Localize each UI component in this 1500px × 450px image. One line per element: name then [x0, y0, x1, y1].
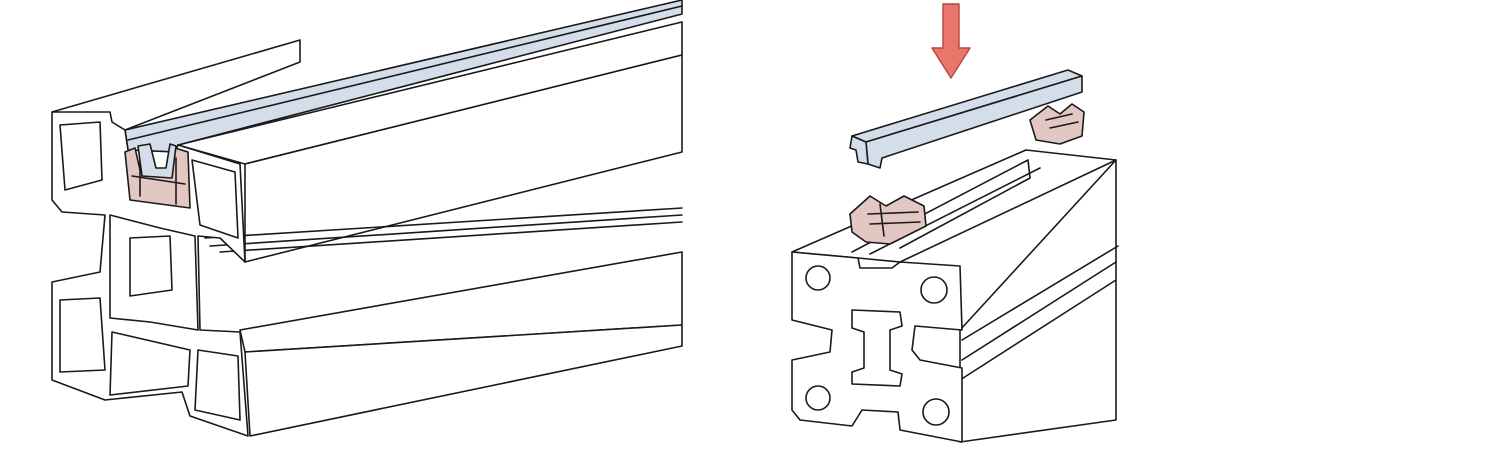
- bottom-right-pocket: [194, 349, 241, 421]
- bolt-hole-top-left: [805, 265, 831, 291]
- bolt-hole-bottom-left: [805, 385, 831, 411]
- insert-direction-arrow: [931, 3, 971, 79]
- profile-side-groove: [959, 245, 1119, 381]
- profile-end-face: [51, 111, 249, 437]
- middle-groove-rail: [204, 207, 683, 253]
- profile-end-face-exploded: [791, 251, 963, 443]
- bolt-hole-bottom-right: [922, 398, 950, 426]
- top-right-pocket: [191, 159, 239, 239]
- upper-side-face: [244, 54, 683, 263]
- clip-exploded-large: [849, 195, 927, 245]
- assembled-profile-figure: [51, 0, 683, 437]
- clip-exploded-small-detail: [1045, 113, 1079, 129]
- center-pocket: [109, 214, 199, 331]
- profile-center-core: [851, 309, 903, 387]
- center-core: [129, 235, 173, 297]
- exploded-view-figure: [791, 3, 1119, 443]
- clip-exploded-small: [1029, 103, 1085, 145]
- bottom-center-pocket: [109, 331, 191, 396]
- lower-side-face: [244, 324, 683, 437]
- cover-strip-end: [849, 135, 869, 165]
- bottom-left-pocket: [59, 297, 106, 373]
- top-left-pocket: [59, 121, 103, 191]
- clip-exploded-large-detail: [867, 203, 921, 237]
- cover-strip-leg: [137, 143, 177, 179]
- bolt-hole-top-right: [920, 276, 948, 304]
- cover-strip-edge: [127, 5, 683, 141]
